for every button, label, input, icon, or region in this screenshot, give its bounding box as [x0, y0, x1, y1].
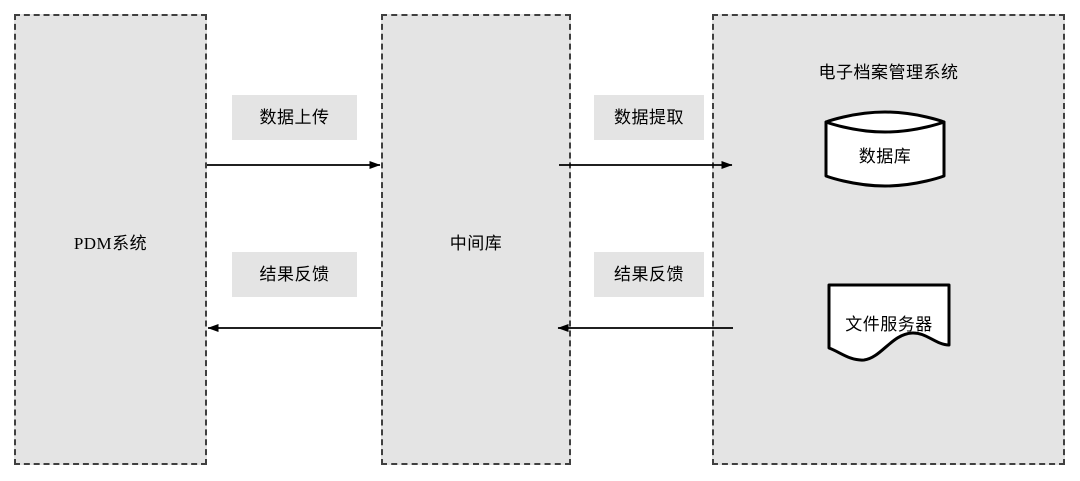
database-cylinder-shape[interactable]: [823, 110, 947, 188]
database-icon: [824, 110, 946, 188]
file-server-icon: [827, 283, 951, 362]
flow-label-result-feedback-left[interactable]: 结果反馈: [232, 252, 357, 297]
database-label: 数据库: [858, 147, 912, 166]
zone-pdm-system[interactable]: [14, 14, 207, 465]
zone-middle-repository-label: 中间库: [449, 234, 503, 253]
file-server-label: 文件服务器: [845, 315, 933, 334]
flow-label-result-feedback-right[interactable]: 结果反馈: [594, 252, 704, 297]
file-server-document-shape[interactable]: [826, 282, 952, 364]
zone-pdm-system-label: PDM系统: [73, 234, 148, 253]
zone-middle-repository[interactable]: [381, 14, 571, 465]
zone-electronic-archive-system[interactable]: [712, 14, 1065, 465]
flow-label-data-extract[interactable]: 数据提取: [594, 95, 704, 140]
zone-electronic-archive-system-label: 电子档案管理系统: [818, 63, 959, 82]
flow-label-data-upload[interactable]: 数据上传: [232, 95, 357, 140]
